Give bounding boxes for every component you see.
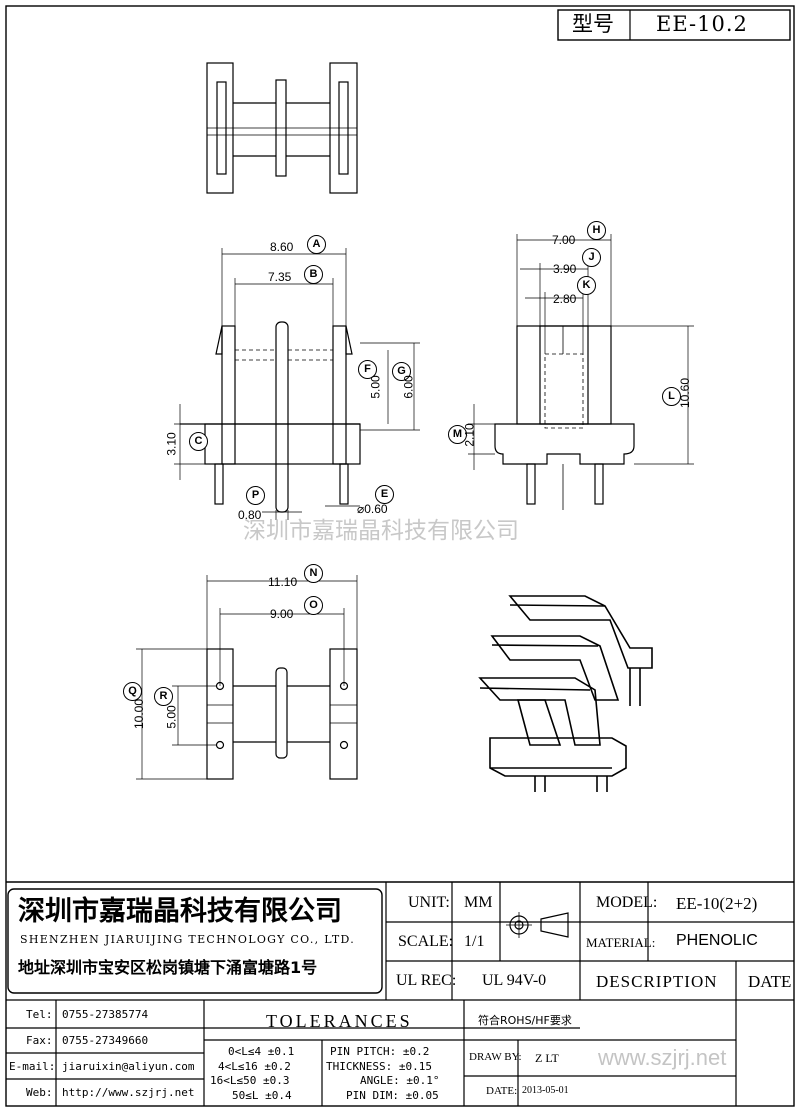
header-box <box>557 9 791 41</box>
dim-o-marker: O <box>304 596 323 615</box>
date-column-header: DATE <box>748 972 792 991</box>
tolerance-pin-pitch: PIN PITCH: ±0.2 <box>330 1045 430 1058</box>
dim-a-value: 8.60 <box>270 240 294 254</box>
web-label: Web: <box>26 1086 53 1099</box>
side-view-drawing <box>468 234 694 510</box>
dim-n-value: 11.10 <box>268 575 298 589</box>
dim-f-marker: F <box>358 360 377 379</box>
projection-symbol-icon <box>506 912 569 938</box>
model-value: EE-10(2+2) <box>676 894 758 913</box>
top-view-drawing <box>206 62 358 194</box>
dim-c-value: 3.10 <box>164 432 179 456</box>
watermark-text: 深圳市嘉瑞晶科技有限公司 <box>243 518 519 544</box>
drawby-value: Z LT <box>535 1051 559 1065</box>
tolerance-pin-dim: PIN DIM: ±0.05 <box>346 1089 439 1102</box>
front-view-drawing <box>174 248 420 520</box>
dim-q-value: 10.00 <box>132 698 147 730</box>
dim-c-marker: C <box>189 432 208 451</box>
dim-j-marker: J <box>582 248 601 267</box>
fax-value: 0755-27349660 <box>62 1034 149 1047</box>
sheet-border <box>5 5 795 1107</box>
dim-m-value: 2.10 <box>462 423 477 447</box>
material-label: MATERIAL: <box>586 935 656 950</box>
website-watermark[interactable]: www.szjrj.net <box>598 1045 727 1070</box>
ulrec-label: UL REC: <box>396 972 457 989</box>
email-label: E-mail: <box>9 1060 56 1073</box>
dim-g-value: 6.00 <box>401 375 416 399</box>
dim-h-marker: H <box>587 221 606 240</box>
title-block-grid <box>6 881 794 1106</box>
dim-k-value: 2.80 <box>553 292 577 306</box>
tolerance-length-3: 16<L≤50 ±0.3 <box>210 1074 290 1087</box>
drawby-label: DRAW BY: <box>469 1051 522 1063</box>
dim-m-marker: M <box>448 425 467 444</box>
date-value: 2013-05-01 <box>522 1085 569 1096</box>
dim-k-marker: K <box>577 276 596 295</box>
model-label: MODEL: <box>596 894 658 911</box>
tolerance-thickness: THICKNESS: ±0.15 <box>326 1060 432 1073</box>
dim-q-marker: Q <box>123 682 142 701</box>
dim-a-marker: A <box>307 235 326 254</box>
dim-j-value: 3.90 <box>553 262 577 276</box>
dim-o-value: 9.00 <box>270 607 294 621</box>
rohs-compliance: 符合ROHS/HF要求 <box>478 1014 572 1027</box>
unit-label: UNIT: <box>408 894 450 911</box>
unit-value: MM <box>464 894 493 911</box>
dim-f-value: 5.00 <box>368 375 383 399</box>
company-name-en: SHENZHEN JIARUIJING TECHNOLOGY CO., LTD. <box>20 933 356 946</box>
email-value[interactable]: jiaruixin@aliyun.com <box>62 1060 195 1073</box>
description-header: DESCRIPTION <box>596 972 718 991</box>
material-value: PHENOLIC <box>676 932 758 949</box>
dim-p-value: 0.80 <box>238 508 262 522</box>
fax-label: Fax: <box>26 1034 53 1047</box>
tolerance-length-2: 4<L≤16 ±0.2 <box>218 1060 291 1073</box>
tel-label: Tel: <box>26 1008 53 1021</box>
dim-b-marker: B <box>304 265 323 284</box>
tel-value: 0755-27385774 <box>62 1008 149 1021</box>
model-label-cn: 型号 <box>572 12 614 36</box>
dim-e-value: ⌀0.60 <box>357 502 388 516</box>
dim-g-marker: G <box>392 362 411 381</box>
date-label: DATE: <box>486 1085 518 1097</box>
dim-h-value: 7.00 <box>552 233 576 247</box>
dim-n-marker: N <box>304 564 323 583</box>
dim-r-marker: R <box>154 687 173 706</box>
scale-label: SCALE: <box>398 933 454 950</box>
company-address: 地址深圳市宝安区松岗镇塘下涌富塘路1号 <box>18 958 318 977</box>
dim-l-value: 10.60 <box>678 377 693 409</box>
dim-p-marker: P <box>246 486 265 505</box>
ulrec-value: UL 94V-0 <box>482 972 547 989</box>
dim-r-value: 5.00 <box>164 705 179 729</box>
bottom-view-drawing <box>136 575 358 780</box>
company-name-cn: 深圳市嘉瑞晶科技有限公司 <box>18 896 342 927</box>
scale-value: 1/1 <box>464 933 485 950</box>
dim-l-marker: L <box>662 387 681 406</box>
tolerance-angle: ANGLE: ±0.1° <box>360 1074 440 1087</box>
dim-e-marker: E <box>375 485 394 504</box>
web-value[interactable]: http://www.szjrj.net <box>62 1086 195 1099</box>
dim-b-value: 7.35 <box>268 270 292 284</box>
tolerances-title: TOLERANCES <box>266 1011 413 1031</box>
tolerance-length-1: 0<L≤4 ±0.1 <box>228 1045 295 1058</box>
tolerance-length-4: 50≤L ±0.4 <box>232 1089 292 1102</box>
model-number: EE-10.2 <box>656 12 748 36</box>
isometric-view-drawing <box>478 595 653 792</box>
